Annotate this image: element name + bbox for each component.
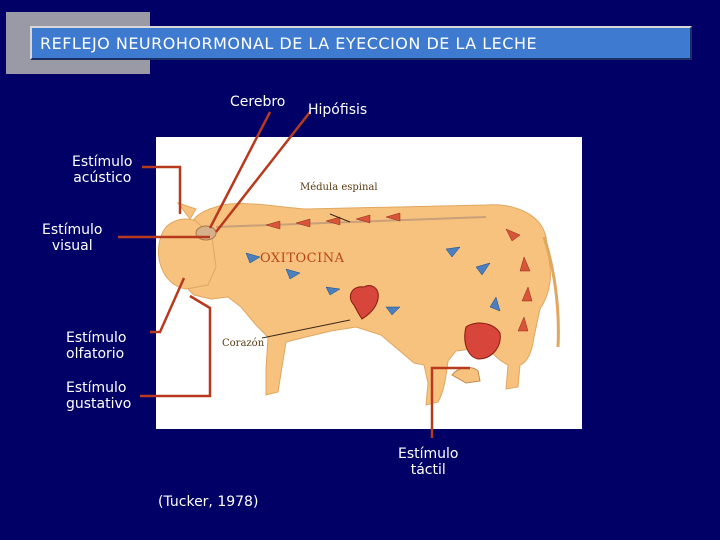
label-medula-espinal: Médula espinal — [300, 182, 378, 193]
label-estimulo-visual: Estímulo visual — [42, 222, 103, 254]
spinal-cord — [215, 216, 487, 228]
pointer-cerebro — [208, 111, 272, 229]
label-estimulo-acustico: Estímulo acústico — [72, 154, 133, 186]
cow-tail — [542, 236, 560, 348]
label-corazon: Corazón — [222, 338, 265, 349]
pointer-acustico — [142, 165, 182, 214]
citation: (Tucker, 1978) — [158, 494, 259, 510]
label-estimulo-gustativo: Estímulo gustativo — [66, 380, 132, 412]
pointer-gustativo — [140, 294, 212, 398]
cow-diagram-panel — [156, 137, 582, 429]
label-estimulo-olfatorio: Estímulo olfatorio — [66, 330, 127, 362]
hand-icon — [451, 367, 481, 384]
pointer-tactil — [430, 366, 470, 438]
heart-icon — [349, 285, 379, 320]
label-hipofisis: Hipófisis — [308, 102, 368, 118]
nerve-arrows — [265, 212, 533, 332]
blood-arrows — [245, 246, 501, 316]
pointer-olfatorio — [150, 277, 186, 334]
label-cerebro: Cerebro — [230, 94, 286, 110]
label-estimulo-tactil: Estímulo táctil — [398, 446, 459, 478]
page-title: REFLEJO NEUROHORMONAL DE LA EYECCION DE … — [30, 26, 692, 60]
cow-ear — [176, 202, 197, 220]
label-oxitocina: OXITOCINA — [260, 251, 345, 266]
udder-icon — [464, 322, 501, 360]
pointer-medula — [329, 213, 351, 223]
pointer-corazon — [261, 319, 351, 339]
pointer-hipofisis — [215, 111, 311, 233]
